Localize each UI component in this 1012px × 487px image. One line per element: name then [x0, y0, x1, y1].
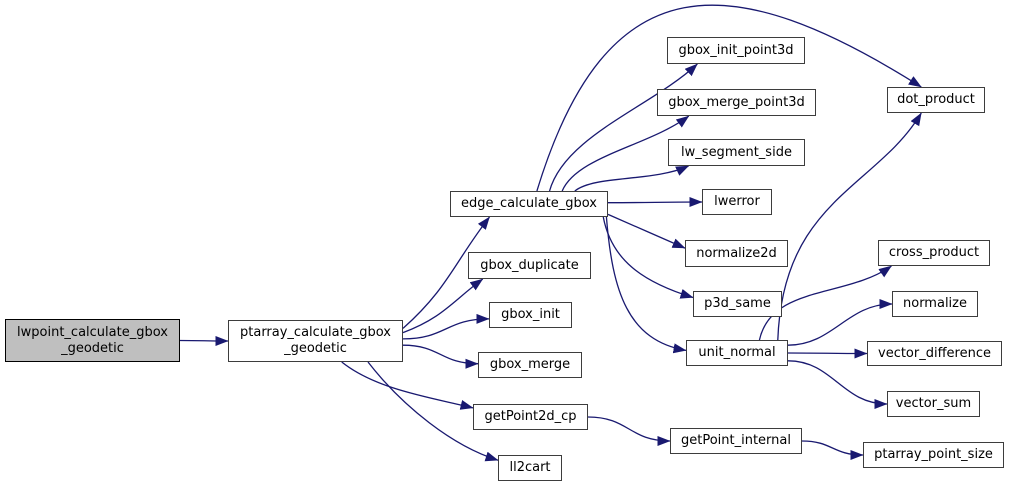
node-lwpoint_calculate_gbox_geodetic: lwpoint_calculate_gbox _geodetic: [5, 319, 180, 362]
node-vector_difference[interactable]: vector_difference: [867, 341, 1002, 366]
edge-getPoint_internal-to-ptarray_point_size: [801, 440, 864, 460]
edge-ptarray_calculate_gbox_geodetic-to-gbox_init: [402, 313, 490, 340]
edge-edge_calculate_gbox-to-normalize2d: [607, 213, 686, 249]
edge-edge_calculate_gbox-to-lwerror: [607, 197, 703, 208]
edge-unit_normal-to-vector_difference: [787, 348, 868, 359]
node-p3d_same[interactable]: p3d_same: [693, 291, 782, 317]
edge-edge_calculate_gbox-to-p3d_same: [602, 216, 694, 299]
edge-edge_calculate_gbox-to-unit_normal: [605, 216, 687, 354]
edge-lwpoint_calculate_gbox_geodetic-to-ptarray_calculate_gbox_geodetic: [179, 335, 229, 346]
node-gbox_init_point3d[interactable]: gbox_init_point3d: [667, 37, 805, 64]
node-lw_segment_side[interactable]: lw_segment_side: [668, 139, 805, 166]
node-lwerror[interactable]: lwerror: [702, 189, 772, 215]
edge-ptarray_calculate_gbox_geodetic-to-gbox_duplicate: [402, 278, 484, 334]
node-gbox_init[interactable]: gbox_init: [489, 302, 572, 328]
edge-ptarray_calculate_gbox_geodetic-to-getPoint2d_cp: [341, 361, 474, 410]
node-getPoint2d_cp[interactable]: getPoint2d_cp: [473, 404, 588, 430]
node-ptarray_point_size[interactable]: ptarray_point_size: [863, 442, 1004, 468]
edge-ptarray_calculate_gbox_geodetic-to-gbox_merge: [402, 344, 479, 369]
node-normalize[interactable]: normalize: [892, 291, 978, 317]
node-gbox_merge_point3d[interactable]: gbox_merge_point3d: [657, 89, 816, 116]
node-vector_sum[interactable]: vector_sum: [887, 391, 980, 417]
node-unit_normal[interactable]: unit_normal: [686, 340, 788, 366]
node-gbox_merge[interactable]: gbox_merge: [478, 352, 582, 378]
edge-unit_normal-to-normalize: [787, 299, 893, 346]
node-cross_product[interactable]: cross_product: [878, 240, 990, 266]
edge-unit_normal-to-vector_sum: [787, 360, 888, 409]
node-ptarray_calculate_gbox_geodetic[interactable]: ptarray_calculate_gbox _geodetic: [228, 320, 403, 362]
node-gbox_duplicate[interactable]: gbox_duplicate: [468, 252, 591, 279]
node-normalize2d[interactable]: normalize2d: [685, 240, 788, 267]
edge-edge_calculate_gbox-to-gbox_init_point3d: [548, 63, 698, 192]
edge-edge_calculate_gbox-to-lw_segment_side: [574, 165, 690, 192]
node-edge_calculate_gbox[interactable]: edge_calculate_gbox: [450, 191, 608, 217]
node-ll2cart[interactable]: ll2cart: [498, 455, 562, 481]
node-getPoint_internal[interactable]: getPoint_internal: [670, 428, 802, 454]
edge-getPoint2d_cp-to-getPoint_internal: [587, 416, 671, 446]
node-dot_product[interactable]: dot_product: [887, 87, 985, 113]
